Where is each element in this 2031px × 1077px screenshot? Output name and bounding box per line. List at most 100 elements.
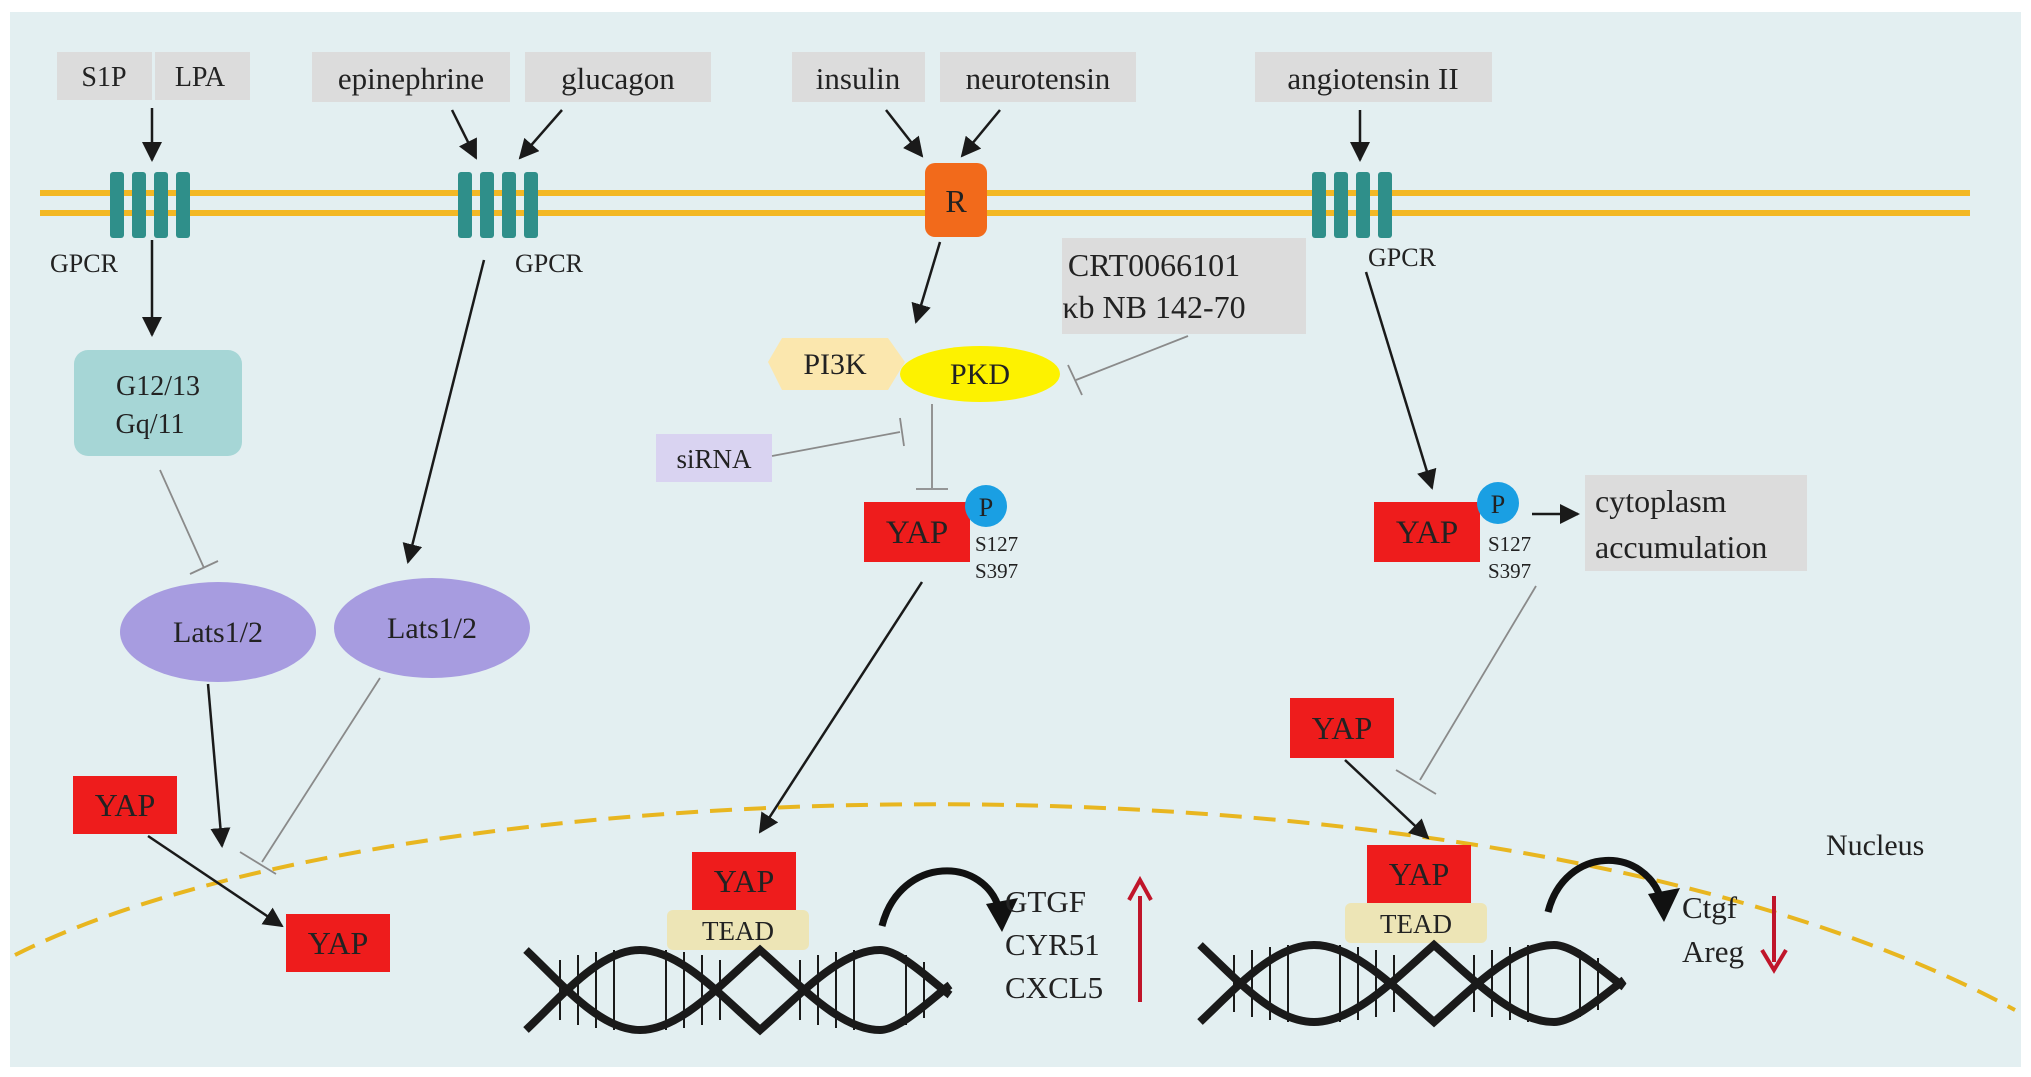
- neurotensin-box: [940, 52, 1136, 102]
- g-protein-label-2: Gq/11: [116, 409, 185, 440]
- cytoplasm-label-1: cytoplasm: [1595, 483, 1727, 519]
- site-s127-right: S127: [1488, 532, 1531, 556]
- arrow-r-pi3k: [911, 241, 942, 324]
- down-arrow-icon: [1760, 948, 1788, 974]
- g-protein-label-1: G12/13: [116, 371, 200, 402]
- curved-arrow-mid: [878, 867, 1004, 927]
- phospho-circle-mid: [965, 485, 1007, 527]
- cytoplasm-box: [1585, 475, 1807, 571]
- inhibit-bar-sirna-pkd: [899, 417, 905, 447]
- pi3k-shape: [768, 338, 905, 390]
- sirna-label: siRNA: [676, 444, 752, 474]
- lpa-box: [155, 52, 250, 100]
- lats-label-2: Lats1/2: [387, 612, 477, 645]
- arrow-neurotensin-r: [960, 109, 1001, 158]
- up-arrow-icon: [1127, 875, 1153, 901]
- lats-oval-2: [334, 578, 530, 678]
- arrow-insulin-r: [885, 109, 924, 158]
- sirna-box: [656, 434, 772, 482]
- pkd-oval: [900, 346, 1060, 402]
- arrow-yap-mid-nuclear: [758, 581, 924, 834]
- yap-label-left-nuc: YAP: [308, 925, 368, 961]
- insulin-box: [792, 52, 925, 102]
- gene-up-2: CYR51: [1005, 927, 1100, 962]
- yap-label-mid-p: YAP: [886, 515, 948, 551]
- arrow-yap-nuclear-left: [147, 834, 284, 928]
- angiotensin-box: [1255, 52, 1492, 102]
- tead-label-mid: TEAD: [702, 916, 774, 946]
- dna-rungs-right: [1233, 945, 1599, 1022]
- inhibitor-label-1: CRT0066101: [1068, 247, 1240, 283]
- gpcr-receptor-3: [1312, 172, 1392, 238]
- lpa-label: LPA: [175, 62, 226, 93]
- gene-up-3: CXCL5: [1005, 970, 1103, 1005]
- lats-label-1: Lats1/2: [173, 616, 263, 649]
- inhibitor-label-2: κb NB 142-70: [1062, 289, 1245, 325]
- inhibit-yap-p-nuclear: [1419, 585, 1537, 781]
- inhibit-bar-gprotein-lats: [189, 560, 219, 575]
- pkd-label: PKD: [950, 358, 1010, 391]
- inhibitor-box: [1062, 238, 1306, 334]
- lats-oval-1: [120, 582, 316, 682]
- nucleus-membrane: [14, 802, 2016, 1012]
- glucagon-box: [525, 52, 711, 102]
- glucagon-label: glucagon: [561, 61, 675, 96]
- s1p-box: [57, 52, 152, 100]
- yap-label-right-nuc: YAP: [1389, 856, 1449, 892]
- gpcr-label-1: GPCR: [50, 249, 119, 278]
- receptor-r-label: R: [945, 183, 967, 219]
- gpcr-receptor-2: [458, 172, 538, 238]
- yap-label-mid-nuc: YAP: [714, 863, 774, 899]
- cell-membrane: [40, 190, 1970, 216]
- phospho-circle-right: [1477, 482, 1519, 524]
- yap-label-right-p: YAP: [1396, 515, 1458, 551]
- inhibit-lats2-yap: [261, 677, 381, 863]
- inhibit-drug-pkd: [1075, 335, 1189, 381]
- inhibit-bar-drug-pkd: [1067, 364, 1083, 396]
- insulin-label: insulin: [816, 61, 901, 96]
- epinephrine-box: [312, 52, 510, 102]
- arrow-epinephrine-gpcr: [450, 109, 478, 160]
- arrow-gpcr2-lats: [402, 259, 486, 564]
- receptor-r: [925, 163, 987, 237]
- yap-box-right-cyto: [1290, 698, 1394, 758]
- dna-rungs-mid: [559, 950, 925, 1030]
- yap-box-left-nuc: [286, 914, 390, 972]
- curved-arrow-head-right: [1648, 888, 1680, 922]
- pi3k-label: PI3K: [803, 348, 867, 381]
- gene-down-1: Ctgf: [1682, 890, 1738, 925]
- tead-box-mid: [667, 910, 809, 950]
- site-s127-mid: S127: [975, 532, 1018, 556]
- inhibit-sirna-pkd: [771, 431, 901, 457]
- yap-box-left-cyto: [73, 776, 177, 834]
- site-s397-mid: S397: [975, 559, 1018, 583]
- curved-arrow-right: [1544, 856, 1666, 913]
- gene-down-2: Areg: [1682, 934, 1744, 969]
- yap-box-mid-nuc: [692, 852, 796, 910]
- dna-helix-right: [1197, 939, 1627, 1028]
- g-protein-box: [74, 350, 242, 456]
- arrow-glucagon-gpcr: [518, 109, 563, 160]
- yap-box-right-p: [1374, 502, 1480, 562]
- gpcr-label-2: GPCR: [515, 249, 584, 278]
- arrow-gpcr3-yap: [1364, 271, 1437, 490]
- cytoplasm-label-2: accumulation: [1595, 529, 1767, 565]
- inhibit-gprotein-lats: [159, 469, 205, 569]
- arrow-yap-right-nuclear: [1344, 759, 1430, 840]
- phospho-label-right: P: [1491, 490, 1505, 519]
- yap-label-left-cyto: YAP: [95, 787, 155, 823]
- gpcr-receptor-1: [110, 172, 190, 238]
- yap-box-right-nuc: [1367, 845, 1471, 903]
- yap-box-mid-p: [864, 502, 970, 562]
- gene-up-1: GTGF: [1005, 884, 1086, 919]
- gpcr-label-3: GPCR: [1368, 243, 1437, 272]
- s1p-label: S1P: [81, 62, 126, 93]
- neurotensin-label: neurotensin: [966, 61, 1111, 96]
- yap-label-right-cyto: YAP: [1312, 710, 1372, 746]
- epinephrine-label: epinephrine: [338, 61, 484, 96]
- dna-helix-mid: [523, 944, 953, 1036]
- tead-box-right: [1345, 903, 1487, 943]
- inhibit-bar-lats2-yap: [239, 851, 277, 875]
